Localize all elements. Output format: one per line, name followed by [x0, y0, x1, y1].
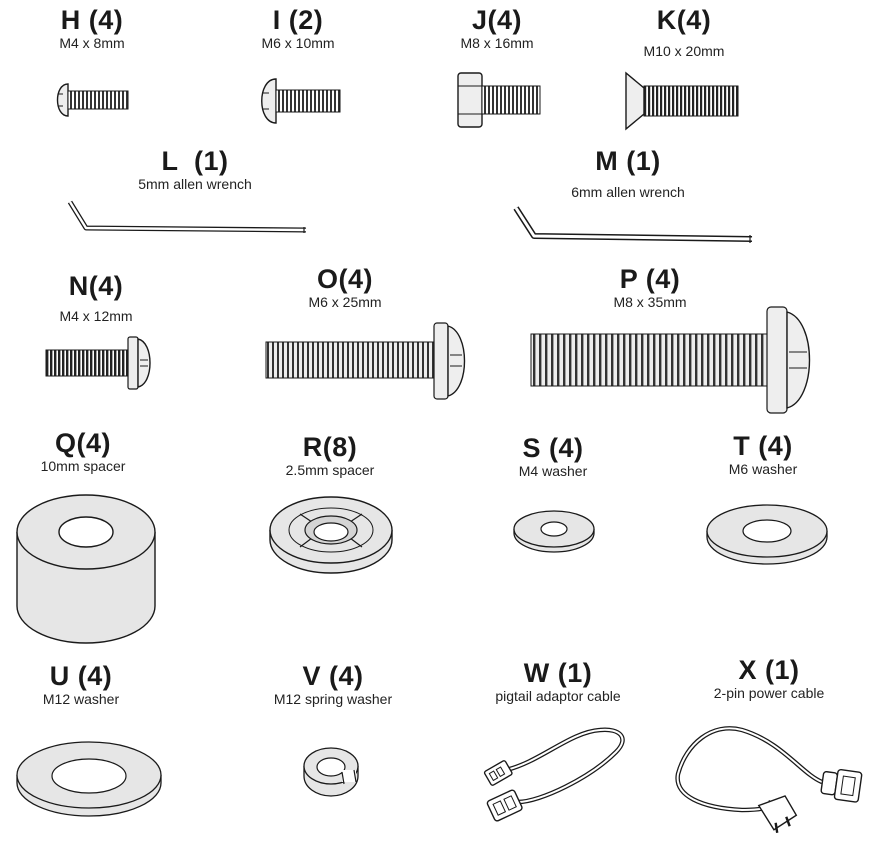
- part-q-label: Q(4) 10mm spacer: [41, 428, 126, 474]
- part-l-label: L (1) 5mm allen wrench: [138, 146, 252, 192]
- button-head-screw-i-icon: [261, 78, 341, 124]
- button-head-screw-h-icon: [56, 83, 129, 117]
- part-x-spec: 2-pin power cable: [713, 685, 825, 701]
- part-u-label: U (4) M12 washer: [43, 661, 119, 707]
- spring-washer-m12-v-icon: [303, 747, 359, 797]
- part-h-code: H (4): [60, 5, 124, 35]
- part-x-code: X (1): [738, 655, 800, 685]
- part-k-label: K(4) M10 x 20mm: [644, 5, 725, 59]
- pan-head-screw-o-icon: [265, 322, 466, 400]
- part-u-code: U (4): [49, 661, 113, 691]
- washer-m6-t-icon: [706, 504, 828, 565]
- power-cable-x-icon: [675, 726, 863, 834]
- part-v-code: V (4): [302, 661, 364, 691]
- part-i-code: I (2): [272, 5, 324, 35]
- part-t-label: T (4) M6 washer: [729, 431, 797, 477]
- part-j-label: J(4) M8 x 16mm: [460, 5, 533, 51]
- part-o-code: O(4): [317, 264, 373, 294]
- part-j-code: J(4): [471, 5, 522, 35]
- part-v-spec: M12 spring washer: [273, 691, 393, 707]
- part-o-spec: M6 x 25mm: [308, 294, 382, 310]
- part-x-label: X (1) 2-pin power cable: [714, 655, 825, 701]
- part-w-code: W (1): [523, 658, 593, 688]
- part-n-spec: M4 x 12mm: [59, 308, 133, 324]
- part-s-code: S (4): [522, 433, 584, 463]
- socket-cap-screw-j-icon: [457, 72, 541, 128]
- countersunk-screw-k-icon: [625, 71, 739, 131]
- part-k-code: K(4): [656, 5, 712, 35]
- part-p-label: P (4) M8 x 35mm: [613, 264, 686, 310]
- part-v-label: V (4) M12 spring washer: [274, 661, 392, 707]
- pan-head-screw-p-icon: [530, 306, 811, 414]
- part-k-spec: M10 x 20mm: [643, 43, 725, 59]
- part-l-code: L (1): [161, 146, 229, 176]
- part-o-label: O(4) M6 x 25mm: [308, 264, 381, 310]
- part-i-spec: M6 x 10mm: [261, 35, 335, 51]
- part-n-code: N(4): [68, 271, 124, 301]
- part-n-label: N(4) M4 x 12mm: [59, 271, 132, 324]
- part-h-label: H (4) M4 x 8mm: [59, 5, 124, 51]
- part-l-spec: 5mm allen wrench: [138, 176, 252, 192]
- part-j-spec: M8 x 16mm: [460, 35, 534, 51]
- spacer-10mm-q-icon: [16, 494, 156, 644]
- allen-wrench-l-icon: [67, 200, 307, 233]
- part-m-spec: 6mm allen wrench: [571, 184, 685, 200]
- part-r-code: R(8): [302, 432, 358, 462]
- part-s-spec: M4 washer: [518, 463, 588, 479]
- allen-wrench-m-icon: [513, 206, 753, 243]
- part-r-spec: 2.5mm spacer: [285, 462, 375, 478]
- part-m-code: M (1): [595, 146, 661, 176]
- part-w-spec: pigtail adaptor cable: [495, 688, 621, 704]
- part-w-label: W (1) pigtail adaptor cable: [495, 658, 620, 704]
- part-i-label: I (2) M6 x 10mm: [261, 5, 334, 51]
- washer-m4-s-icon: [513, 510, 595, 553]
- pan-head-screw-n-icon: [45, 336, 151, 390]
- part-m-label: M (1) 6mm allen wrench: [571, 146, 685, 200]
- part-s-label: S (4) M4 washer: [519, 433, 587, 479]
- part-p-spec: M8 x 35mm: [613, 294, 687, 310]
- part-p-code: P (4): [619, 264, 681, 294]
- part-u-spec: M12 washer: [42, 691, 120, 707]
- part-t-spec: M6 washer: [728, 461, 798, 477]
- part-r-label: R(8) 2.5mm spacer: [286, 432, 375, 478]
- part-q-code: Q(4): [55, 428, 111, 458]
- washer-m12-u-icon: [16, 741, 162, 817]
- spacer-2-5mm-r-icon: [269, 496, 393, 574]
- part-q-spec: 10mm spacer: [40, 458, 126, 474]
- part-t-code: T (4): [733, 431, 793, 461]
- pigtail-cable-w-icon: [483, 727, 625, 822]
- part-h-spec: M4 x 8mm: [59, 35, 125, 51]
